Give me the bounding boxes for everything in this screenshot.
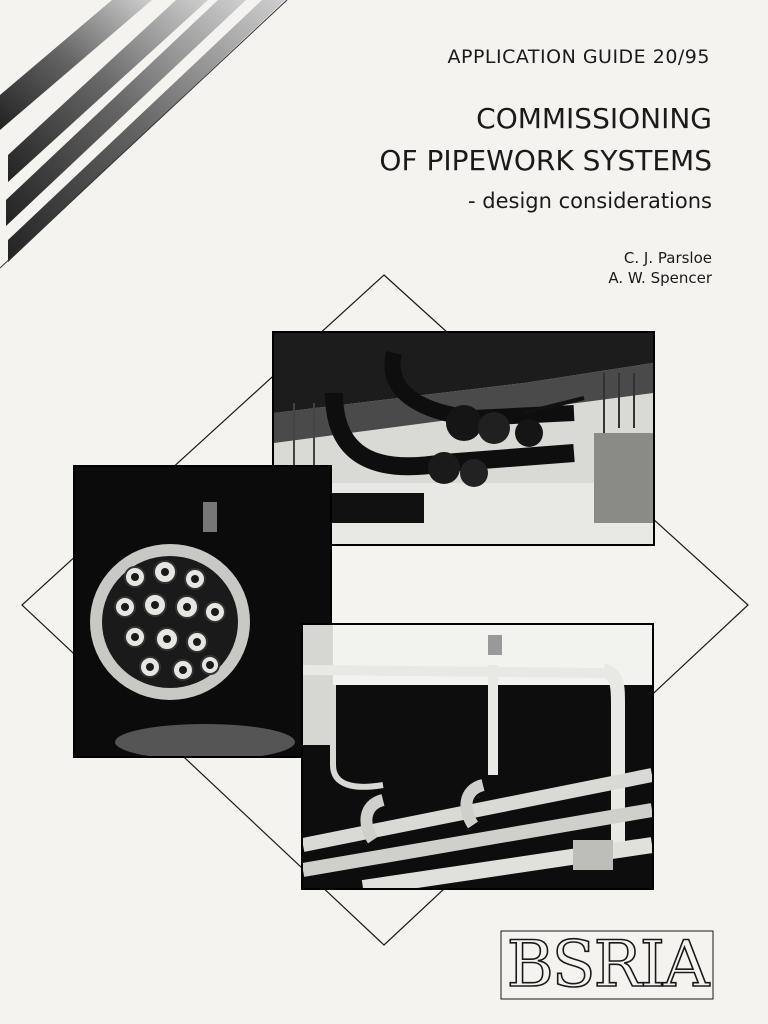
title-line-1: COMMISSIONING (476, 102, 712, 135)
author-list: C. J. Parsloe A. W. Spencer (608, 248, 712, 288)
author-name: C. J. Parsloe (623, 249, 712, 267)
author-name: A. W. Spencer (608, 269, 712, 287)
document-title: COMMISSIONING OF PIPEWORK SYSTEMS (379, 98, 712, 182)
photo-overhead-pipework (272, 331, 655, 546)
photo-pipe-bundle (73, 465, 332, 758)
bsria-logo: BSRIA (500, 928, 714, 1002)
bsria-logo-text: BSRIA (506, 928, 710, 1002)
document-subtitle: - design considerations (468, 189, 712, 213)
title-line-2: OF PIPEWORK SYSTEMS (379, 144, 712, 177)
series-label: APPLICATION GUIDE 20/95 (447, 46, 710, 68)
photo-plantroom-pipes (301, 623, 654, 890)
diagonal-stripes-decoration (0, 0, 288, 269)
